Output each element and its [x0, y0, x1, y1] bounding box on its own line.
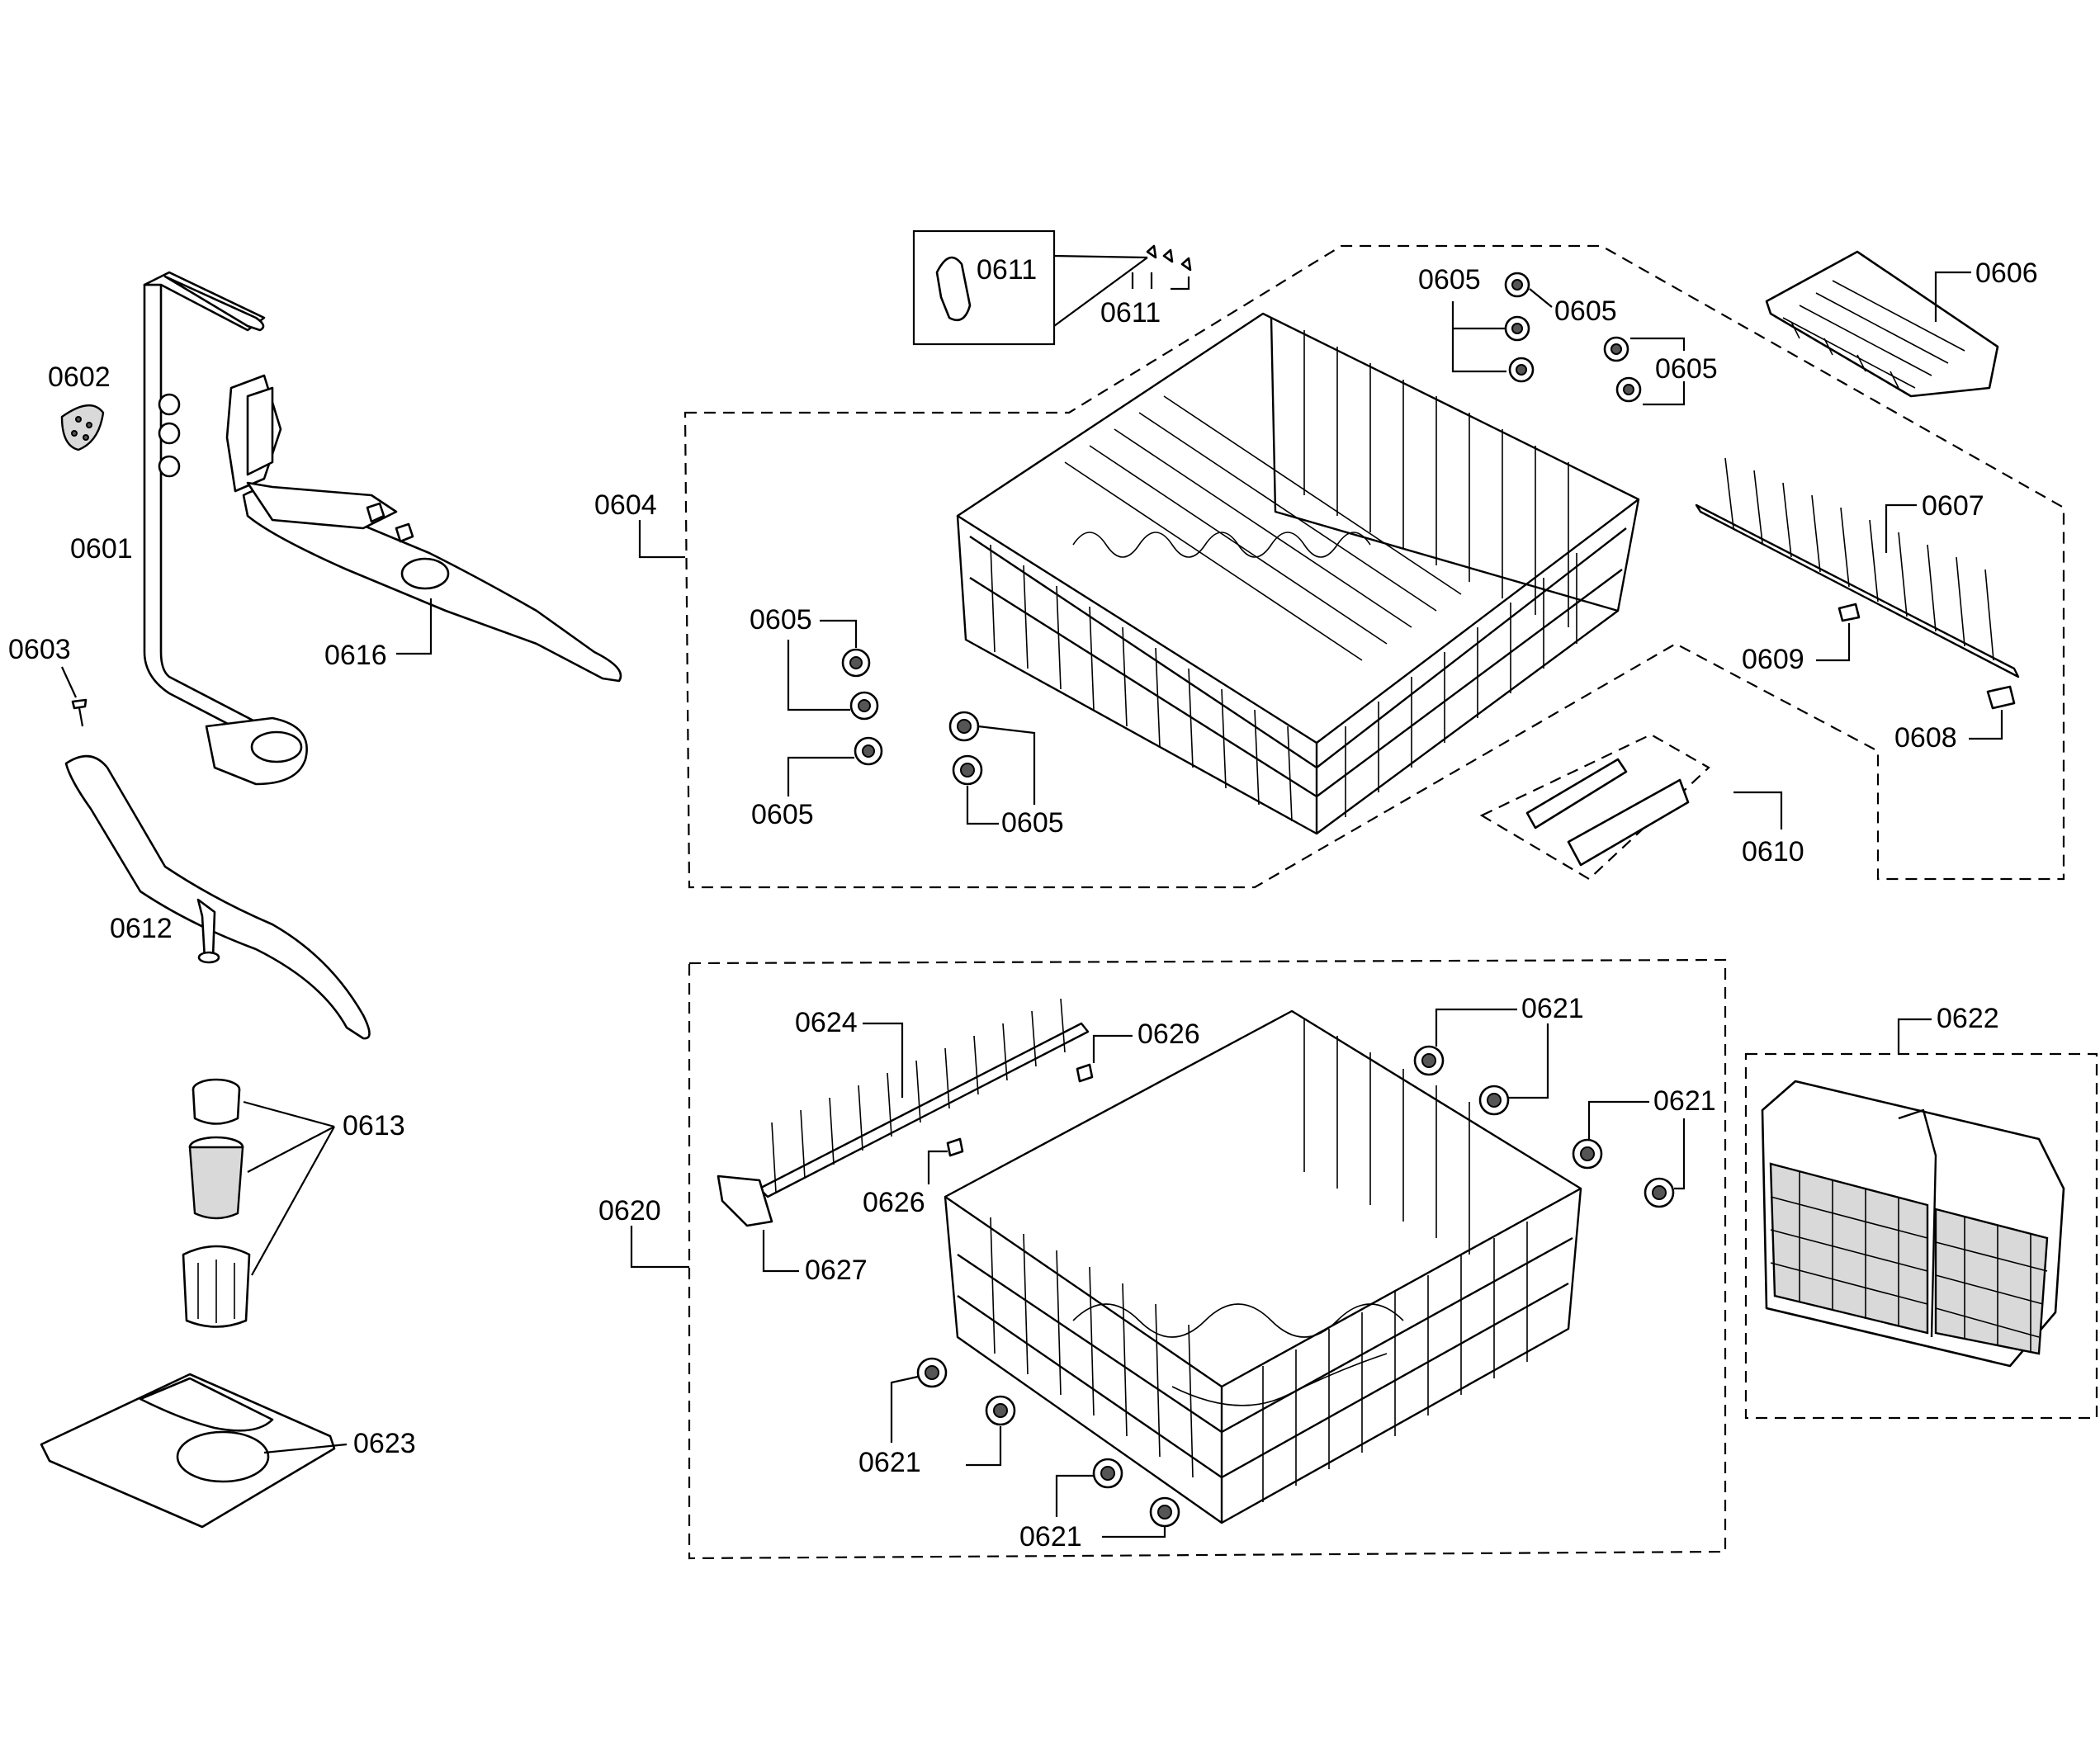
part-0613-filter-assembly [182, 1078, 251, 1328]
lower-rack-group-boundary [688, 958, 1727, 1560]
callout-0621c: 0621 [858, 1447, 921, 1478]
callout-0601: 0601 [70, 533, 133, 565]
callout-0605b: 0605 [1554, 295, 1617, 327]
callout-0621b: 0621 [1653, 1085, 1716, 1117]
part-0616-spray-arm [225, 374, 622, 683]
callout-0626b: 0626 [863, 1187, 925, 1218]
callout-0605f: 0605 [1001, 807, 1064, 839]
callout-0605d: 0605 [750, 604, 812, 636]
callout-0620: 0620 [598, 1195, 661, 1226]
part-lower-rack-basket [944, 1009, 1582, 1524]
callout-0613: 0613 [343, 1110, 405, 1141]
part-0608-clip [1986, 685, 2016, 710]
callout-0608: 0608 [1894, 722, 1957, 754]
callout-0624: 0624 [795, 1007, 858, 1038]
part-0627-clip [717, 1174, 773, 1227]
part-upper-rack-basket [956, 312, 1640, 835]
part-0609-clip [1838, 603, 1861, 622]
callout-0612: 0612 [110, 913, 173, 944]
callout-0611b: 0611 [1100, 297, 1161, 328]
callout-0622: 0622 [1937, 1003, 1999, 1034]
callout-0607: 0607 [1922, 490, 1984, 522]
part-0607-tine-row [1695, 457, 2020, 678]
callout-0621a: 0621 [1521, 993, 1584, 1024]
part-0606-cup-shelf [1765, 250, 1999, 398]
callout-0610: 0610 [1742, 836, 1804, 867]
callout-0605c: 0605 [1655, 353, 1718, 385]
callout-0609: 0609 [1742, 644, 1804, 675]
part-0623-base-plate [40, 1373, 336, 1529]
part-0626-clips [946, 1063, 1094, 1157]
part-0610-handle [1525, 758, 1690, 867]
callout-0611a: 0611 [977, 254, 1037, 286]
part-0602-cap [60, 404, 105, 451]
callout-0626a: 0626 [1138, 1019, 1200, 1050]
callout-0623: 0623 [353, 1428, 416, 1459]
part-0605-rollers-upper [841, 272, 1642, 786]
callout-0605e: 0605 [751, 799, 814, 830]
callout-0627: 0627 [805, 1255, 868, 1286]
part-0601-supply-tube [143, 271, 308, 786]
part-0611-clip-inset [912, 229, 1192, 346]
part-0621-rollers [916, 1045, 1675, 1528]
part-0612-lower-spray-arm [64, 754, 371, 1040]
callout-0605a: 0605 [1418, 264, 1481, 295]
part-0603-screw [71, 698, 88, 727]
cutlery-basket-group-boundary [1744, 1052, 2098, 1420]
handle-group-boundary [1479, 733, 1710, 881]
callout-0602: 0602 [48, 362, 111, 393]
part-0624-tine-row [758, 998, 1090, 1198]
callout-0606: 0606 [1975, 258, 2038, 289]
callout-0603: 0603 [8, 634, 71, 665]
callout-0621d: 0621 [1019, 1521, 1082, 1553]
upper-rack-group-boundary [683, 244, 2065, 889]
part-0622-cutlery-basket [1761, 1080, 2065, 1368]
callout-0604: 0604 [594, 489, 657, 521]
callout-0616: 0616 [324, 640, 387, 671]
